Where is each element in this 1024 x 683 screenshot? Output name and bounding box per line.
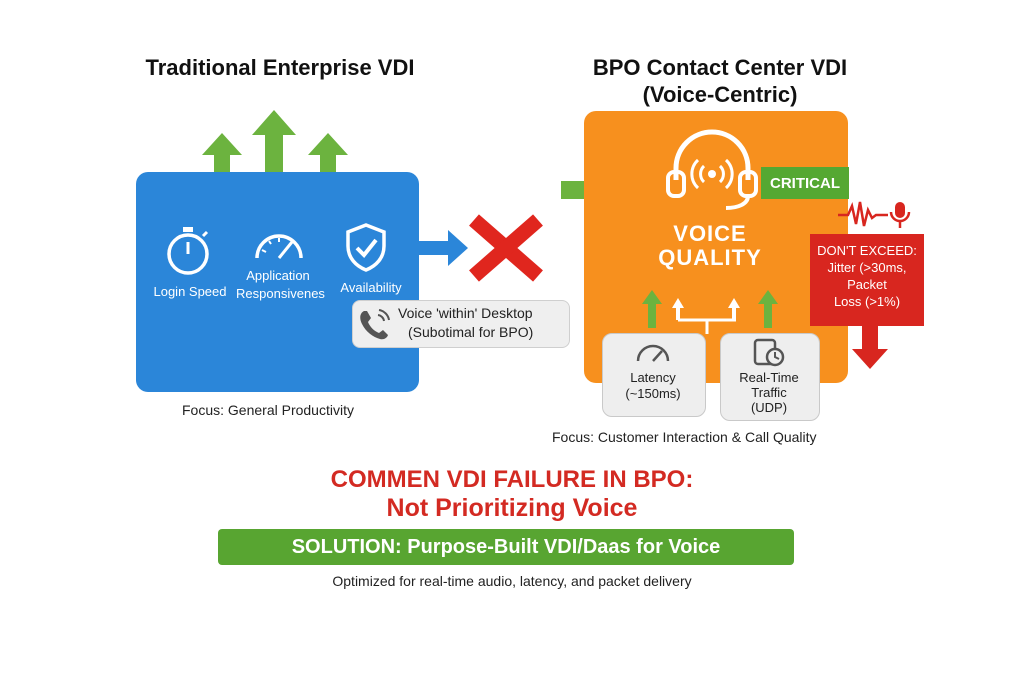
headset-icon <box>666 129 758 210</box>
voice-note-line1: Voice 'within' Desktop <box>398 305 533 321</box>
critical-badge: CRITICAL <box>761 167 849 199</box>
application-label-line2: Responsivenes <box>236 286 325 301</box>
right-title-line1: BPO Contact Center VDI <box>592 55 848 80</box>
cross-icon <box>469 214 543 282</box>
clock-document-icon <box>753 338 785 367</box>
gauge-icon <box>255 234 303 259</box>
realtime-line3: (UDP) <box>750 400 788 415</box>
gauge-icon <box>636 344 670 362</box>
latency-line1: Latency <box>630 370 676 385</box>
footer-caption: Optimized for real-time audio, latency, … <box>332 573 692 589</box>
dont-exceed-warning: DON'T EXCEED: Jitter (>30ms, Packet Loss… <box>810 234 924 326</box>
right-focus-caption: Focus: Customer Interaction & Call Quali… <box>552 429 817 445</box>
left-focus-caption: Focus: General Productivity <box>182 402 354 418</box>
latency-line2: (~150ms) <box>625 386 681 401</box>
realtime-line2: Traffic <box>751 385 787 400</box>
up-arrows-small-icon <box>642 290 778 334</box>
warning-line3: Packet <box>847 277 887 292</box>
traditional-vdi-panel <box>136 172 419 392</box>
application-label-line1: Application <box>246 268 310 283</box>
stopwatch-icon <box>167 227 209 275</box>
warning-line4: Loss (>1%) <box>833 294 901 309</box>
availability-label: Availability <box>340 280 402 295</box>
realtime-line1: Real-Time <box>739 370 799 385</box>
right-arrow-icon <box>418 230 468 266</box>
realtime-metric-card <box>720 333 820 421</box>
failure-headline-line2: Not Prioritizing Voice <box>386 494 638 522</box>
up-arrows-icon <box>202 110 348 210</box>
down-arrow-icon <box>852 325 888 369</box>
shield-check-icon <box>346 223 386 272</box>
right-title-line2: (Voice-Centric) <box>642 82 798 107</box>
jitter-waveform-icon <box>838 201 911 228</box>
login-speed-label: Login Speed <box>153 284 227 299</box>
solution-banner: SOLUTION: Purpose-Built VDI/Daas for Voi… <box>218 529 794 565</box>
voice-quality-line1: VOICE <box>673 221 747 246</box>
phone-icon <box>360 309 390 340</box>
voice-note-line2: (Subotimal for BPO) <box>408 324 534 340</box>
left-title: Traditional Enterprise VDI <box>145 55 415 80</box>
warning-line1: DON'T EXCEED: <box>817 243 917 258</box>
voice-within-desktop-note <box>352 300 570 348</box>
warning-line2: Jitter (>30ms, <box>827 260 907 275</box>
failure-headline-line1: COMMEN VDI FAILURE IN BPO: <box>330 466 694 493</box>
voice-quality-line2: QUALITY <box>658 245 762 270</box>
